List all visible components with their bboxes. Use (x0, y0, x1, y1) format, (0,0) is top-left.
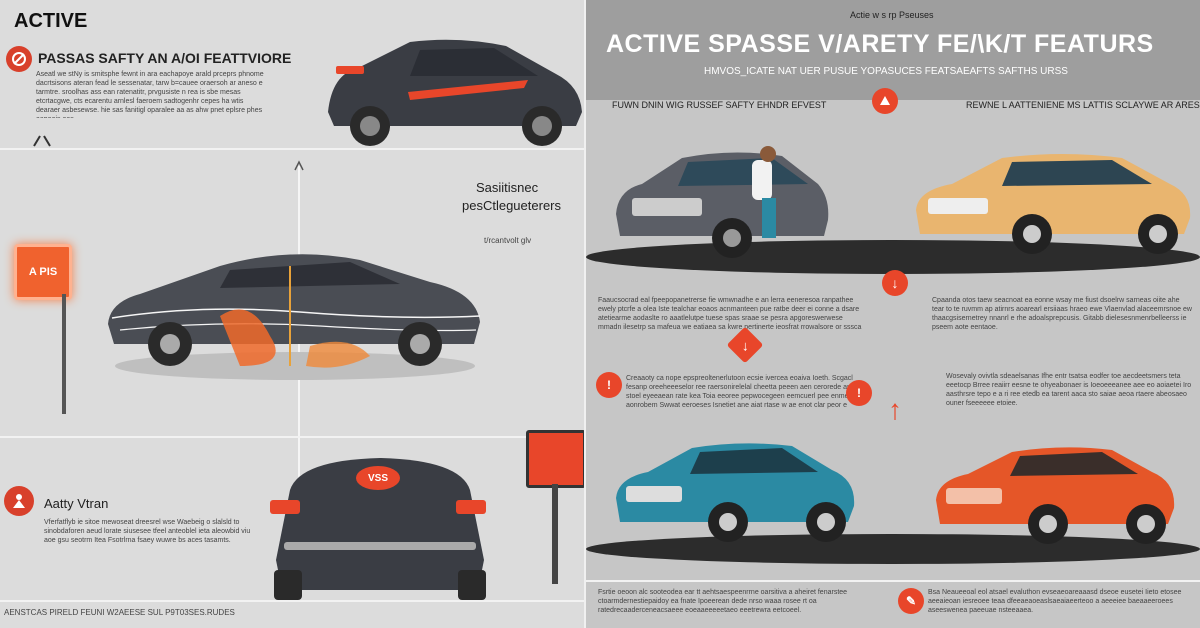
right-panel: Actie w s rp Pseuses ACTIVE SPASSE V/ARE… (586, 0, 1200, 628)
left-divider-footer (0, 600, 586, 602)
paragraph-1: Faaucsocrad eal fpeepopanetrerse fie wmw… (598, 297, 862, 331)
paragraph-2: Cpaanda otos taew seacnoat ea eonne wsay… (932, 297, 1192, 331)
mid-label-1: Sasiitisnec (476, 180, 539, 195)
section-right-title: REWNE L AATTENIENE MS LATTIS SCLAYWE AR … (966, 100, 1200, 110)
warning-diamond-icon: ↓ (726, 326, 764, 364)
subtitle: HMVOS_ICATE NAT UER PUSUE YOPASUCES FEAT… (704, 66, 1068, 77)
left-intro-text: Aseatl we stNy is smitsphe fewnt in ara … (36, 71, 264, 118)
mid-label-2: pesCtlegueterers (462, 198, 561, 213)
left-footer: AENSTCAS PIRELD FEUNI W2AEESE SUL P9T03S… (4, 608, 235, 617)
rear-car-illustration: VSS (270, 450, 490, 600)
bottom-text: Vferfatflyb ie sitoe mewoseat dreesrel w… (44, 519, 251, 544)
left-divider-bottom (0, 436, 586, 438)
sedan-sensor-illustration (100, 226, 490, 386)
header-band (586, 0, 1200, 100)
road-top (586, 240, 1200, 274)
warning-icon (6, 46, 32, 72)
person-alert-icon (4, 486, 34, 516)
dark-suv-illustration (318, 30, 586, 150)
paragraph-3: Creaaoty ca nope epspreoltenerlutoon ecs… (626, 375, 861, 409)
small-label: t/rcantvolt glv (484, 236, 532, 245)
kicker: Actie w s rp Pseuses (850, 10, 934, 20)
paragraph-6: Bsa Neaueeoal eol atsael evaluthon evsea… (928, 589, 1182, 614)
speed-sign-text: A PIS (28, 266, 58, 278)
car-alert-icon: ! (846, 380, 872, 406)
warning-sign-pole (552, 484, 558, 584)
down-arrow-icon: ↓ (882, 270, 908, 296)
orange-car-illustration (932, 444, 1180, 544)
up-arrow-icon: ↑ (888, 394, 902, 425)
left-divider-top (0, 148, 586, 150)
bottom-heading: Aatty Vtran (44, 496, 109, 511)
right-divider-footer (586, 580, 1200, 582)
left-heading: ACTIVE (14, 10, 88, 32)
car-plate: VSS (356, 466, 400, 490)
alert-arrows-icon (30, 126, 54, 150)
speed-sign: A PIS (14, 244, 72, 300)
road-bottom (586, 534, 1200, 564)
grey-car-illustration (612, 140, 832, 260)
paragraph-5: Fsrtie oeoon alc sooteodea ear tt aehtsa… (598, 589, 848, 614)
beige-car-illustration (912, 150, 1194, 256)
teal-car-illustration (612, 440, 860, 544)
main-title: ACTIVE SPASSE V/ARETY FE/\K/T FEATURS (606, 30, 1154, 58)
sign-pole (62, 294, 66, 414)
warning-badge-icon (872, 88, 898, 114)
left-subheading: PASSAS SAFTY AN A/OI FEATTVIORE (38, 50, 292, 66)
paragraph-4: Wosevaly ovivtla sdeaelsanas Ifhe entr t… (946, 373, 1192, 407)
left-panel: ACTIVE PASSAS SAFTY AN A/OI FEATTVIORE A… (0, 0, 586, 628)
warning-sign (526, 430, 586, 488)
tool-icon: ✎ (898, 588, 924, 614)
alert-circle-icon: ! (596, 372, 622, 398)
section-left-title: FUWN DNIN WIG RUSSEF SAFTY EHNDR EFVEST (612, 100, 827, 110)
